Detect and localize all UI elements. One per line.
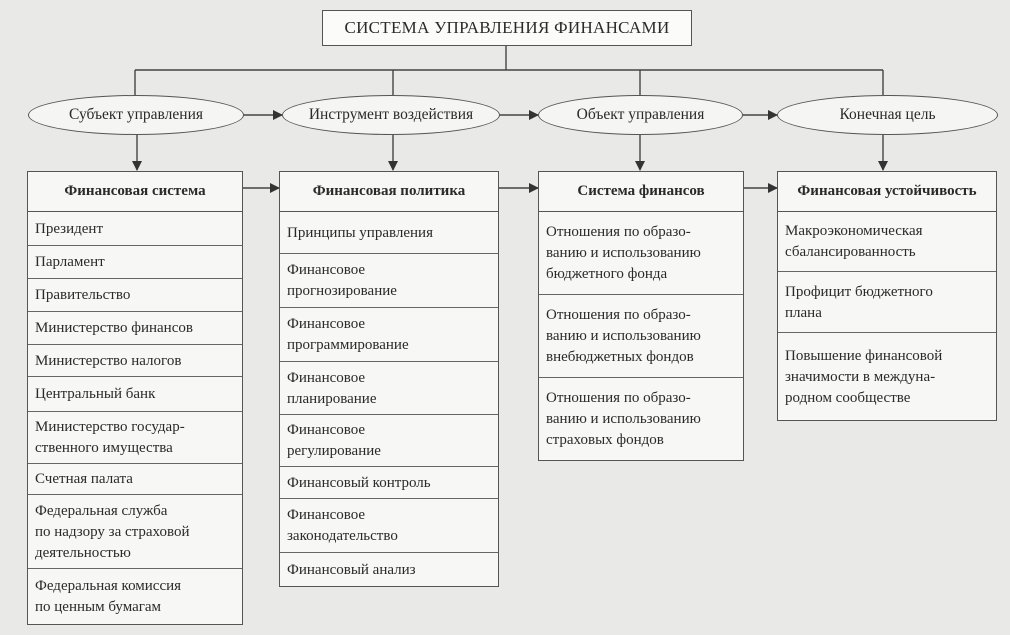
list-item: Финансовый анализ <box>287 561 416 578</box>
oval-subject: Субъект управления <box>28 95 244 135</box>
column-financial-policy: Финансовая политика Принципы управления … <box>279 171 499 587</box>
list-item: Отношения по образо-ванию и использовани… <box>546 390 701 448</box>
list-item: Отношения по образо-ванию и использовани… <box>539 212 743 295</box>
list-item: Министерство финансов <box>28 312 242 345</box>
column-header: Система финансов <box>539 172 743 212</box>
list-item: Финансовый контроль <box>280 467 498 499</box>
column-financial-stability: Финансовая устойчивость Макроэкономическ… <box>777 171 997 421</box>
oval-goal: Конечная цель <box>777 95 998 135</box>
column-financial-system: Финансовая система Президент Парламент П… <box>27 171 243 625</box>
diagram-title: СИСТЕМА УПРАВЛЕНИЯ ФИНАНСАМИ <box>322 10 692 46</box>
oval-object: Объект управления <box>538 95 743 135</box>
list-item: Правительство <box>28 279 242 312</box>
oval-instrument: Инструмент воздействия <box>282 95 500 135</box>
list-item: Отношения по образо-ванию и использовани… <box>539 295 743 378</box>
column-header: Финансовая устойчивость <box>778 172 996 212</box>
list-item: Принципы управления <box>280 212 498 254</box>
column-header: Финансовая система <box>28 172 242 212</box>
column-finance-system: Система финансов Отношения по образо-ван… <box>538 171 744 461</box>
list-item: Министерство государ-ственного имущества <box>28 412 242 464</box>
list-item: Счетная палата <box>28 464 242 495</box>
column-header: Финансовая политика <box>280 172 498 212</box>
list-item: Парламент <box>28 246 242 279</box>
list-item: Центральный банк <box>28 377 242 412</box>
list-item: Министерство налогов <box>28 345 242 377</box>
list-item: Президент <box>28 212 242 246</box>
